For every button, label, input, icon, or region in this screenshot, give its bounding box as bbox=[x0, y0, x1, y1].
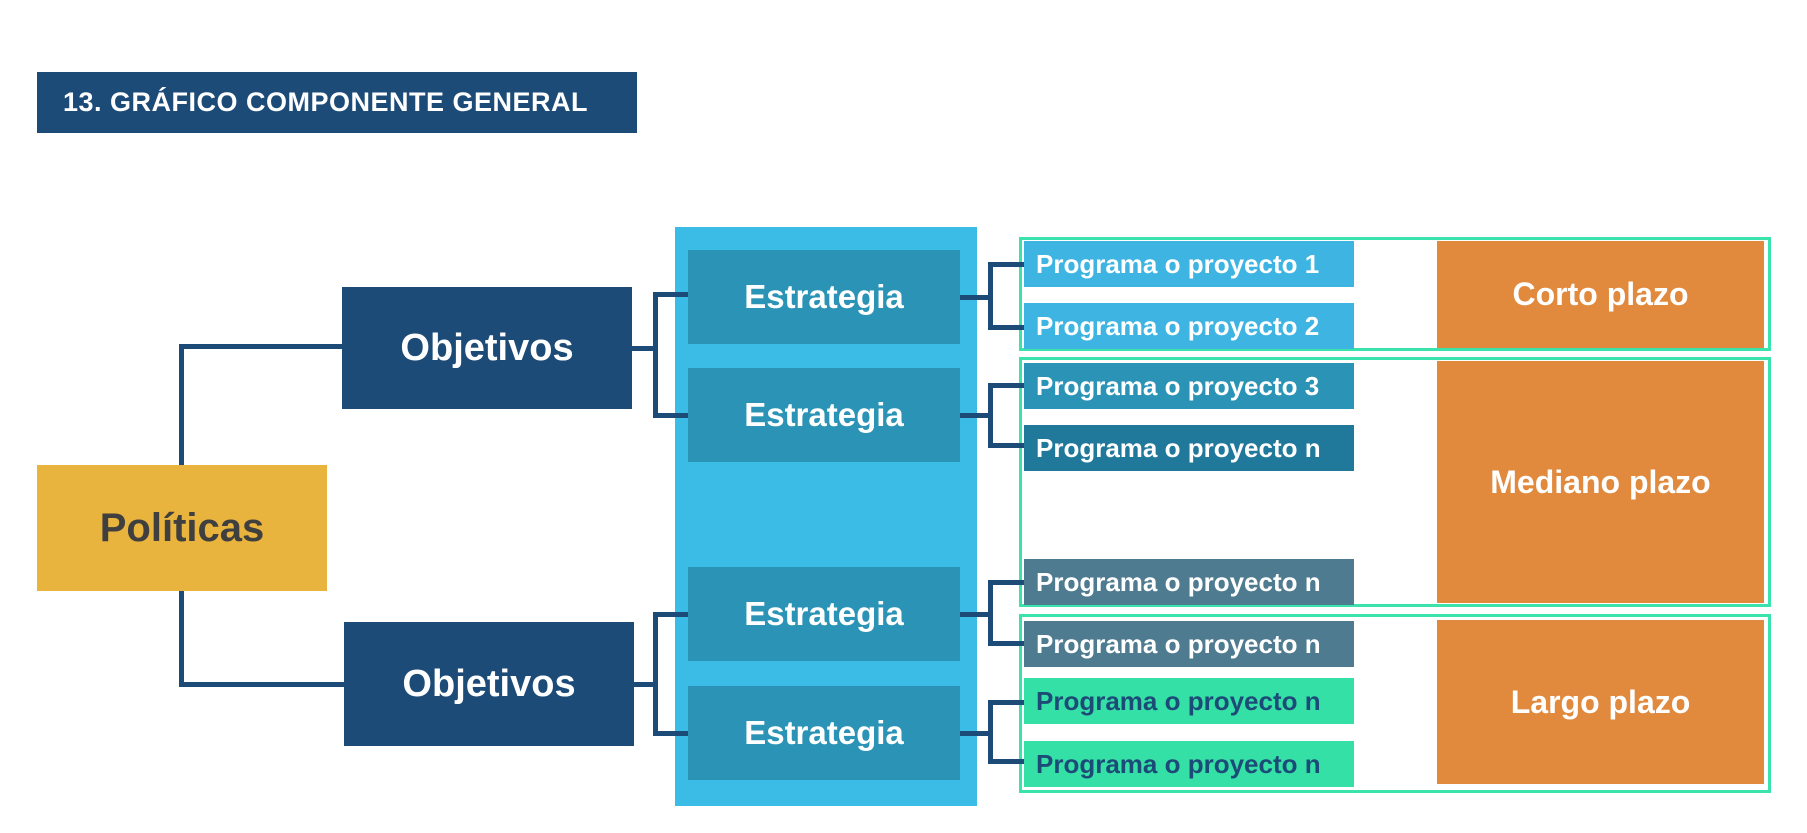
objetivos-box-2: Objetivos bbox=[344, 622, 634, 746]
connector-e4-stub bbox=[960, 731, 993, 736]
connector-e2-p4 bbox=[988, 443, 1024, 448]
corto-plazo-box: Corto plazo bbox=[1437, 241, 1764, 348]
programa-box-4: Programa o proyecto n bbox=[1024, 425, 1354, 471]
connector-e1-stub bbox=[960, 295, 993, 300]
connector-e1-vertical bbox=[988, 262, 993, 330]
programa-box-8: Programa o proyecto n bbox=[1024, 741, 1354, 787]
connector-politicas-obj1 bbox=[179, 344, 342, 349]
connector-politicas-obj2 bbox=[179, 682, 344, 687]
corto-plazo-group bbox=[1019, 237, 1771, 351]
connector-e4-vertical bbox=[988, 700, 993, 764]
connector-e3-p6 bbox=[988, 641, 1024, 646]
mediano-plazo-box: Mediano plazo bbox=[1437, 361, 1764, 603]
connector-obj2-stub bbox=[634, 682, 658, 687]
connector-e3-p5 bbox=[988, 580, 1024, 585]
connector-obj1-e1 bbox=[653, 292, 688, 297]
connector-obj2-e4 bbox=[653, 731, 688, 736]
connector-e2-vertical bbox=[988, 383, 993, 448]
connector-e1-p2 bbox=[988, 325, 1024, 330]
connector-e4-p8 bbox=[988, 759, 1024, 764]
title-text: 13. GRÁFICO COMPONENTE GENERAL bbox=[63, 87, 589, 117]
estrategia-box-4: Estrategia bbox=[688, 686, 960, 780]
connector-e4-p7 bbox=[988, 700, 1024, 705]
programa-box-2: Programa o proyecto 2 bbox=[1024, 303, 1354, 349]
connector-e3-vertical bbox=[988, 580, 993, 646]
connector-e2-stub bbox=[960, 413, 993, 418]
connector-obj2-e3 bbox=[653, 612, 688, 617]
connector-obj1-stub bbox=[632, 346, 658, 351]
connector-obj1-vertical bbox=[653, 292, 658, 418]
estrategia-box-2: Estrategia bbox=[688, 368, 960, 462]
programa-box-3: Programa o proyecto 3 bbox=[1024, 363, 1354, 409]
mediano-plazo-group bbox=[1019, 357, 1771, 607]
programa-box-1: Programa o proyecto 1 bbox=[1024, 241, 1354, 287]
estrategia-box-1: Estrategia bbox=[688, 250, 960, 344]
connector-obj1-e2 bbox=[653, 413, 688, 418]
objetivos-box-1: Objetivos bbox=[342, 287, 632, 409]
connector-obj2-vertical bbox=[653, 612, 658, 736]
title-banner: 13. GRÁFICO COMPONENTE GENERAL bbox=[37, 72, 637, 133]
connector-e2-p3 bbox=[988, 383, 1024, 388]
programa-box-5: Programa o proyecto n bbox=[1024, 559, 1354, 605]
politicas-box: Políticas bbox=[37, 465, 327, 591]
programa-box-6: Programa o proyecto n bbox=[1024, 621, 1354, 667]
largo-plazo-box: Largo plazo bbox=[1437, 620, 1764, 784]
connector-e3-stub bbox=[960, 612, 993, 617]
estrategia-box-3: Estrategia bbox=[688, 567, 960, 661]
programa-box-7: Programa o proyecto n bbox=[1024, 678, 1354, 724]
connector-e1-p1 bbox=[988, 262, 1024, 267]
